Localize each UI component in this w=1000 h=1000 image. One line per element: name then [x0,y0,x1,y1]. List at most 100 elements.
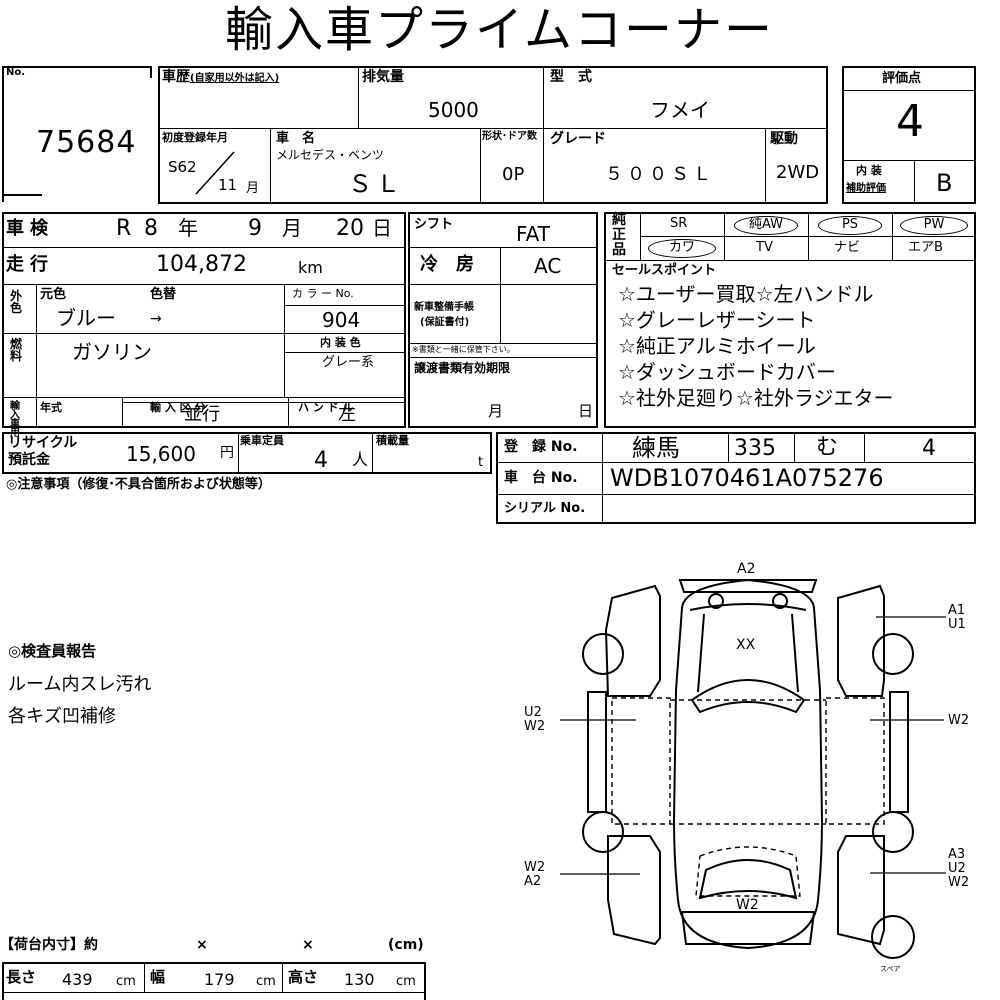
exterior-orig-label: 元色 [40,287,67,302]
page-title: 輸入車プライムコーナー [225,2,775,58]
displacement-label: 排気量 [362,69,404,85]
registration-label: 登 録 No. [504,439,578,455]
car-name-value: ＳＬ [348,170,404,198]
exterior-arrow: → [150,311,162,327]
chassis-label: 車 台 No. [504,470,578,486]
diagram-rr-3: W2 [948,875,970,890]
car-name-maker: メルセデス・ベンツ [276,148,385,162]
cargo-heading: 【荷台内寸】約 [0,937,98,953]
selling-point-4: ☆ダッシュボードカバー [618,360,836,384]
first-reg-month-unit: 月 [246,181,260,196]
inspection-year-unit: 年 [178,216,198,240]
no-label: No. [6,67,26,78]
recycle-label-2: 預託金 [8,452,50,468]
registration-class: 335 [734,436,776,461]
diagram-lr-2: A2 [524,874,542,889]
equip-aw: 純AW [734,216,798,235]
inspection-day: 20 [336,216,364,241]
inspection-label: 車検 [6,218,54,239]
cargo-length-unit: cm [116,974,136,989]
score-value: 4 [896,96,924,147]
cargo-length-label: 長さ [6,968,37,986]
history-label: 車歴(自家用以外は記入) [162,69,280,85]
cargo-width: 179 [204,970,235,989]
first-reg-era: S62 [168,158,197,176]
selling-point-5: ☆社外足廻り☆社外ラジエター [618,386,894,410]
drive-value: 2WD [776,162,820,183]
diagram-rr-2: U2 [948,861,966,876]
interior-value: B [936,169,953,197]
equip-leather: カワ [648,239,716,258]
serial-label: シリアル No. [504,501,586,516]
selling-points-label: セールスポイント [612,263,717,278]
inspection-month: 9 [248,216,262,241]
top-info-grid [158,66,828,204]
load-label: 積載量 [376,434,409,447]
notes-heading: ◎注意事項（修復･不具合箇所および状態等） [6,477,271,492]
inspection-month-unit: 月 [282,216,302,240]
diagram-rs-1: W2 [948,713,970,728]
color-code-label: カ ラ ー No. [292,287,354,300]
car-name-label: 車 名 [276,131,316,146]
equip-sr: SR [670,216,688,231]
equip-airbag: エアB [908,240,943,255]
cargo-x2: × [302,937,314,953]
vehicle-detail-grid [2,212,406,428]
capacity-value: 4 [314,448,328,473]
diagram-ls-2: W2 [524,719,546,734]
recycle-unit: 円 [220,445,234,461]
load-unit: t [478,455,484,470]
fuel-value: ガソリン [72,340,152,364]
displacement-value: 5000 [428,98,479,122]
cargo-height-label: 高さ [288,968,319,986]
cargo-length: 439 [62,970,93,989]
transfer-month-unit: 月 [488,402,504,420]
registration-kana: む [816,435,839,460]
interior-label-2: 補助評価 [846,183,886,194]
interior-color-value: グレー系 [322,355,375,370]
drive-label: 駆動 [770,131,798,147]
recycle-label-1: リサイクル [8,435,78,451]
body-doors-label: 形状･ドア数 [482,131,537,142]
cargo-width-unit: cm [256,974,276,989]
recycle-value: 15,600 [126,442,196,466]
capacity-label: 乗車定員 [240,434,284,447]
diagram-ls-1: U2 [524,705,542,720]
model-type-label: 型 式 [550,69,592,85]
shift-ac-grid [408,212,598,428]
model-type-value: フメイ [650,98,710,122]
maintenance-book-note: ※書類と一緒に保管下さい。 [412,345,515,354]
mileage-label: 走行 [6,254,54,275]
selling-point-2: ☆グレーレザーシート [618,308,816,332]
cargo-dimensions-box [2,962,426,1000]
car-condition-diagram [560,578,946,959]
no-value: 75684 [36,125,137,160]
interior-color-label: 内 装 色 [320,336,361,349]
recycle-row [2,432,492,474]
cargo-height: 130 [344,970,375,989]
body-doors-value: 0P [502,164,525,185]
equip-ps: PS [818,216,882,235]
diagram-rear-label: W2 [736,897,759,913]
score-label: 評価点 [882,71,922,86]
equip-tv: TV [756,240,773,255]
no-box [2,66,152,202]
selling-point-3: ☆純正アルミホイール [618,334,816,358]
cargo-unit-label: (cm) [388,937,424,953]
exterior-repaint-label: 色替 [150,287,177,302]
registration-area: 練馬 [632,434,680,462]
mileage-unit: km [298,258,323,277]
color-code-value: 904 [322,308,361,332]
import-year-label: 年式 [40,401,62,414]
equip-pw: PW [900,216,968,235]
inspector-line-1: ルーム内スレ汚れ [8,674,152,695]
shift-label: シフト [414,217,454,232]
diagram-spare-label: スペア [880,965,901,973]
diagram-lr-1: W2 [524,860,546,875]
first-reg-month: 11 [218,176,238,194]
diagram-roof-label: XX [736,637,756,653]
transfer-label: 譲渡書類有効期限 [414,361,511,375]
cargo-height-unit: cm [396,974,416,989]
maintenance-book-label-1: 新車整備手帳 [414,302,474,313]
diagram-rf-2: U1 [948,617,966,632]
